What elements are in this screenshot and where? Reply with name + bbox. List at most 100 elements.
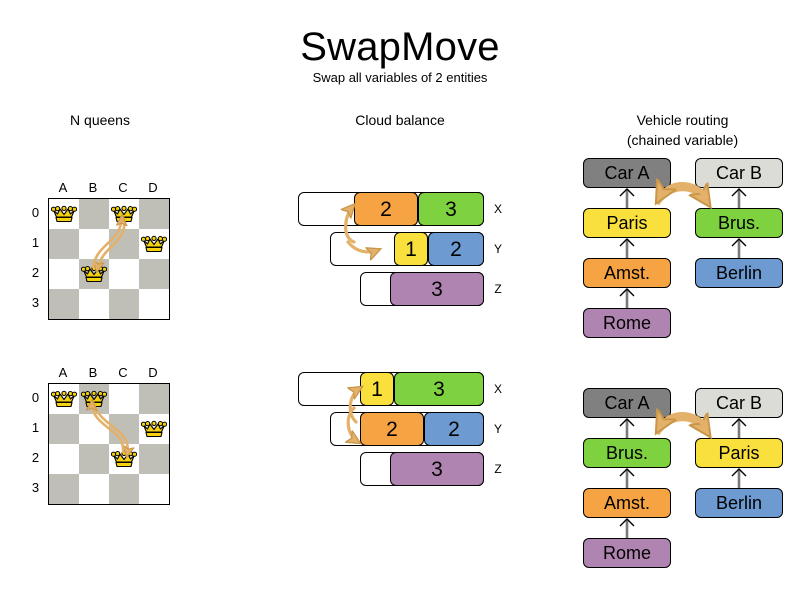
board-cell[interactable] [49,474,79,504]
board-cell[interactable] [49,444,79,474]
board-cell[interactable] [139,229,169,259]
board-cell[interactable] [49,259,79,289]
cloud-process[interactable]: 2 [360,412,424,446]
board-cell[interactable] [139,259,169,289]
board-cell[interactable] [79,259,109,289]
cloud-process[interactable]: 2 [424,412,484,446]
queen-icon [141,235,167,253]
board-row-label: 1 [31,235,40,250]
cloud-process[interactable]: 2 [354,192,418,226]
board-cell[interactable] [79,384,109,414]
queen-icon [51,205,77,223]
cloud-computer-label: Z [494,462,502,476]
board-cell[interactable] [139,384,169,414]
cloud-process[interactable]: 2 [428,232,484,266]
queen-icon [141,420,167,438]
cloud-process[interactable]: 1 [394,232,428,266]
board-cell[interactable] [109,414,139,444]
board-cell[interactable] [79,414,109,444]
cloud-process[interactable]: 3 [418,192,484,226]
board-grid[interactable] [48,383,170,505]
board-cell[interactable] [49,384,79,414]
vrp-customer-node[interactable]: Berlin [695,488,783,518]
board-col-label: B [88,365,98,380]
cloud-process[interactable]: 3 [390,272,484,306]
board-row-label: 0 [31,205,40,220]
board-cell[interactable] [49,199,79,229]
queen-icon [51,390,77,408]
vrp-vehicle-node[interactable]: Car A [583,388,671,418]
queen-icon [111,205,137,223]
board-col-label: C [118,365,128,380]
board-row-label: 2 [31,450,40,465]
board-row-label: 1 [31,420,40,435]
board-row-labels: 0 1 2 3 [28,198,45,318]
board-row-labels: 0 1 2 3 [28,383,45,503]
board-cell[interactable] [109,229,139,259]
board-cell[interactable] [139,199,169,229]
queen-icon [111,450,137,468]
queen-icon [81,390,107,408]
vrp-customer-node[interactable]: Rome [583,308,671,338]
section-heading-cloud-balance: Cloud balance [355,112,445,128]
board-cell[interactable] [49,289,79,319]
cloud-computer-label: X [493,202,502,216]
vrp-heading-line2: (chained variable) [626,132,739,148]
board-cell[interactable] [139,474,169,504]
board-cell[interactable] [109,444,139,474]
board-row-label: 2 [31,265,40,280]
cloud-computer-label: X [493,382,502,396]
board-cell[interactable] [79,199,109,229]
vrp-customer-node[interactable]: Amst. [583,488,671,518]
board-cell[interactable] [79,474,109,504]
board-row-label: 3 [31,295,40,310]
cloud-computer-label: Z [494,282,502,296]
board-cell[interactable] [49,414,79,444]
board-cell[interactable] [49,229,79,259]
vrp-customer-node[interactable]: Rome [583,538,671,568]
board-cell[interactable] [109,289,139,319]
vrp-customer-node[interactable]: Brus. [695,208,783,238]
board-col-label: D [148,365,158,380]
section-heading-nqueens: N queens [70,112,130,128]
board-cell[interactable] [109,474,139,504]
board-row-label: 0 [31,390,40,405]
board-cell[interactable] [139,289,169,319]
board-cell[interactable] [79,229,109,259]
board-col-label: A [58,180,68,195]
board-row-label: 3 [31,480,40,495]
board-cell[interactable] [139,444,169,474]
cloud-process[interactable]: 3 [394,372,484,406]
board-cell[interactable] [109,384,139,414]
vrp-vehicle-node[interactable]: Car B [695,158,783,188]
board-cell[interactable] [109,259,139,289]
page-subtitle: Swap all variables of 2 entities [312,70,488,85]
cloud-process[interactable]: 1 [360,372,394,406]
vrp-heading-line1: Vehicle routing [636,112,729,128]
section-heading-vehicle-routing: Vehicle routing (chained variable) [590,110,775,150]
board-cell[interactable] [139,414,169,444]
board-cell[interactable] [79,289,109,319]
board-col-label: B [88,180,98,195]
vrp-customer-node[interactable]: Amst. [583,258,671,288]
board-col-label: C [118,180,128,195]
vrp-vehicle-node[interactable]: Car A [583,158,671,188]
board-column-labels: A B C D [48,365,168,381]
vrp-customer-node[interactable]: Berlin [695,258,783,288]
board-cell[interactable] [109,199,139,229]
cloud-process[interactable]: 3 [390,452,484,486]
board-cell[interactable] [79,444,109,474]
vrp-customer-node[interactable]: Brus. [583,438,671,468]
vrp-vehicle-node[interactable]: Car B [695,388,783,418]
vrp-customer-node[interactable]: Paris [583,208,671,238]
cloud-computer-label: Y [493,242,502,256]
queen-icon [81,265,107,283]
vrp-customer-node[interactable]: Paris [695,438,783,468]
board-grid[interactable] [48,198,170,320]
